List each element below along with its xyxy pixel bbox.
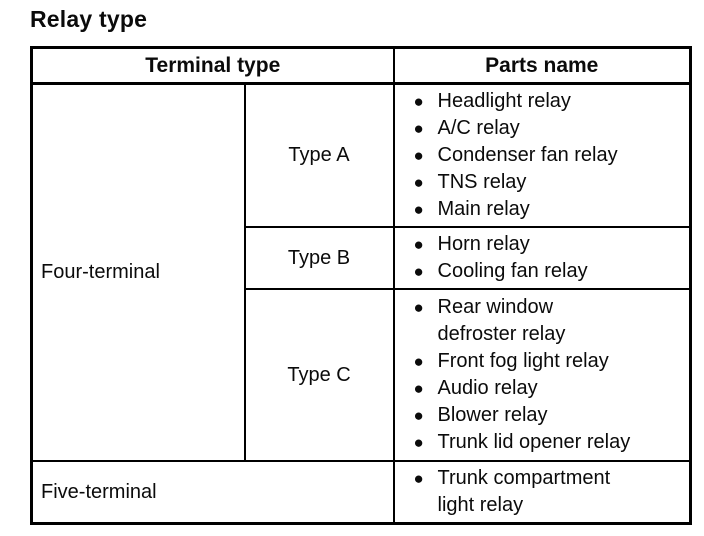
part-name: TNS relay — [437, 171, 527, 193]
cell-four-terminal: Four-terminal — [30, 82, 246, 462]
list-item: ● Front fog light relay — [395, 348, 690, 375]
bullet-icon: ● — [413, 200, 424, 219]
page-title: Relay type — [30, 6, 148, 32]
part-name: Horn relay — [437, 233, 530, 255]
part-name: Front fog light relay — [437, 350, 609, 372]
part-name: Condenser fan relay — [437, 144, 618, 166]
cell-parts-type-c: ● Rear window defroster relay ● Front fog … — [392, 288, 692, 462]
list-item: ● Rear window defroster relay — [395, 294, 690, 348]
bullet-icon: ● — [413, 235, 424, 254]
parts-list-type-a: ● Headlight relay ● A/C relay ● Condenser f… — [395, 88, 690, 223]
parts-list-five-terminal: ● Trunk compartment light relay — [395, 465, 690, 519]
bullet-icon: ● — [413, 119, 424, 138]
column-header-terminal-type: Terminal type — [30, 46, 395, 85]
table-row-five-terminal: Five-terminal ● Trunk compartment light r… — [30, 460, 692, 525]
part-name: Rear window defroster relay — [437, 296, 566, 345]
list-item: ● A/C relay — [395, 115, 690, 142]
part-name: A/C relay — [437, 117, 520, 139]
bullet-icon: ● — [413, 433, 424, 452]
list-item: ● Condenser fan relay — [395, 142, 690, 169]
list-item: ● Headlight relay — [395, 88, 690, 115]
list-item: ● Blower relay — [395, 402, 690, 429]
cell-parts-five-terminal: ● Trunk compartment light relay — [392, 460, 692, 525]
bullet-icon: ● — [413, 379, 424, 398]
table-row-type-b: Type B ● Horn relay ● Cooling fan relay — [32, 226, 692, 290]
list-item: ● Audio relay — [395, 375, 690, 402]
part-name: Cooling fan relay — [437, 260, 588, 282]
part-name: Trunk compartment light relay — [437, 467, 611, 516]
bullet-icon: ● — [413, 173, 424, 192]
part-name: Headlight relay — [437, 90, 571, 112]
bullet-icon: ● — [413, 298, 424, 317]
table-header-row: Terminal type Parts name — [30, 46, 692, 85]
relay-type-table: Terminal type Parts name Four-terminal T… — [30, 46, 693, 525]
part-name: Audio relay — [437, 377, 538, 399]
cell-type-a: Type A — [243, 82, 395, 228]
part-name: Trunk lid opener relay — [437, 431, 631, 453]
table-row-type-c: Type C ● Rear window defroster relay ● Fro… — [32, 288, 692, 462]
table-row-type-a: Four-terminal Type A ● Headlight relay ● A… — [30, 82, 692, 462]
column-header-parts-name: Parts name — [392, 46, 692, 85]
bullet-icon: ● — [413, 469, 424, 488]
cell-type-c: Type C — [243, 288, 395, 462]
bullet-icon: ● — [413, 146, 424, 165]
list-item: ● Trunk lid opener relay — [395, 429, 690, 456]
cell-five-terminal: Five-terminal — [30, 460, 395, 525]
cell-parts-type-b: ● Horn relay ● Cooling fan relay — [392, 226, 692, 290]
bullet-icon: ● — [413, 352, 424, 371]
parts-list-type-c: ● Rear window defroster relay ● Front fog … — [395, 294, 690, 456]
part-name: Blower relay — [437, 404, 548, 426]
list-item: ● TNS relay — [395, 169, 690, 196]
bullet-icon: ● — [413, 406, 424, 425]
cell-type-b: Type B — [243, 226, 395, 290]
list-item: ● Trunk compartment light relay — [395, 465, 690, 519]
parts-list-type-b: ● Horn relay ● Cooling fan relay — [395, 231, 690, 285]
cell-parts-type-a: ● Headlight relay ● A/C relay ● Condenser f… — [392, 82, 692, 228]
bullet-icon: ● — [413, 262, 424, 281]
list-item: ● Cooling fan relay — [395, 258, 690, 285]
list-item: ● Main relay — [395, 196, 690, 223]
bullet-icon: ● — [413, 92, 424, 111]
list-item: ● Horn relay — [395, 231, 690, 258]
part-name: Main relay — [437, 198, 530, 220]
